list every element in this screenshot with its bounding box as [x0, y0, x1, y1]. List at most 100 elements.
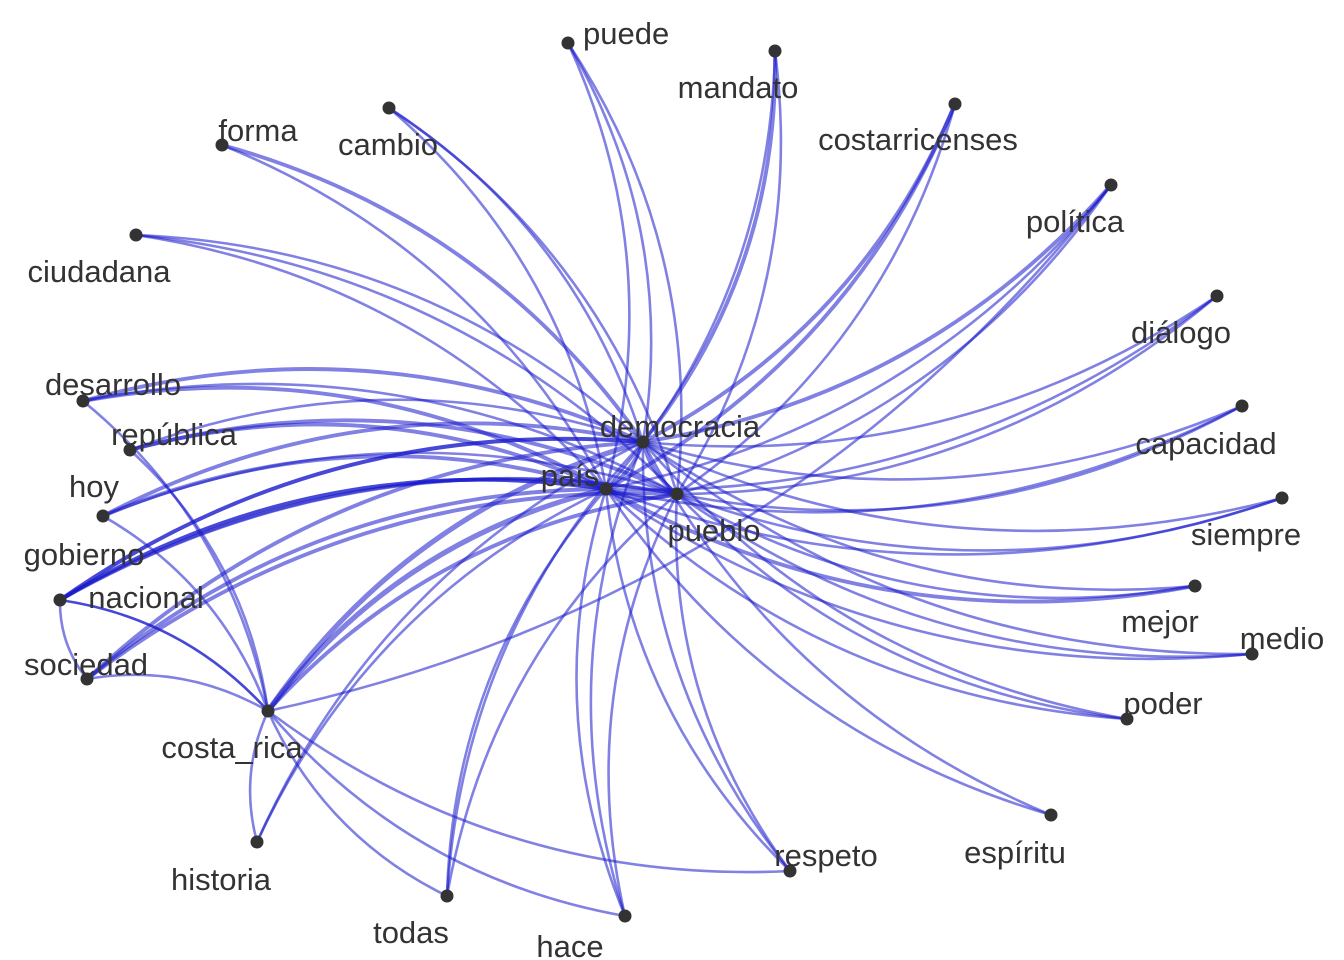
edge-pais-poder [604, 487, 1129, 721]
edge-democracia-mandato [641, 49, 778, 444]
edge-pueblo-republica [128, 418, 679, 496]
node-pais [599, 482, 613, 496]
node-label-mandato: mandato [678, 70, 799, 105]
node-label-cambio: cambio [338, 127, 438, 162]
edge-pueblo-cambio [387, 106, 679, 496]
edge-democracia-espiritu [641, 440, 1053, 817]
node-poder [1120, 712, 1134, 726]
edge-pueblo-mejor [675, 492, 1197, 600]
edge-democracia-siempre [641, 440, 1284, 533]
edge-pais-respeto [604, 487, 792, 873]
node-todas [440, 889, 454, 903]
edge-pueblo-hace [607, 492, 679, 918]
edge-pais-ciudadana [134, 233, 608, 491]
edge-democracia-medio [641, 440, 1254, 656]
node-espiritu [1044, 808, 1058, 822]
edge-pais-gobierno [58, 477, 608, 602]
edge-pueblo-costa_rica [266, 492, 679, 713]
edge-costa_rica-politica [266, 183, 1113, 713]
node-label-mejor: mejor [1121, 604, 1199, 639]
edge-pueblo-desarrollo [81, 382, 679, 496]
node-siempre [1275, 491, 1289, 505]
edge-pais-pueblo [604, 487, 679, 501]
node-hace [618, 909, 632, 923]
edge-pueblo-respeto [674, 492, 792, 873]
node-medio [1245, 647, 1259, 661]
edge-costa_rica-gobierno [58, 598, 270, 713]
node-label-espiritu: espíritu [964, 835, 1066, 870]
node-label-pueblo: pueblo [667, 513, 760, 548]
edge-costa_rica-desarrollo [81, 399, 270, 713]
edge-democracia-hace [589, 440, 645, 918]
edge-democracia-desarrollo [81, 367, 645, 444]
node-label-siempre: siempre [1191, 517, 1301, 552]
edge-democracia-respeto [641, 440, 792, 873]
node-label-respeto: respeto [774, 838, 877, 873]
edge-democracia-sociedad [85, 440, 645, 681]
node-mandato [768, 44, 782, 58]
node-label-poder: poder [1123, 686, 1202, 721]
node-republica [123, 443, 137, 457]
edge-pueblo-ciudadana [134, 233, 679, 496]
node-label-todas: todas [373, 915, 449, 950]
node-label-medio: medio [1240, 621, 1324, 656]
edge-pueblo-poder [675, 492, 1129, 721]
edge-pais-cambio [387, 106, 608, 491]
node-hoy [96, 509, 110, 523]
node-nacional [53, 593, 67, 607]
edge-democracia-capacidad [641, 404, 1244, 481]
edge-costa_rica-republica [128, 448, 270, 713]
edge-pais-espiritu [604, 487, 1053, 817]
edge-nacional-sociedad [58, 598, 89, 681]
node-puede [561, 36, 575, 50]
edge-pueblo-medio [675, 492, 1254, 658]
node-cambio [382, 101, 396, 115]
edge-costa_rica-hace [266, 709, 627, 918]
node-sociedad [80, 672, 94, 686]
node-historia [250, 835, 264, 849]
node-mejor [1188, 579, 1202, 593]
node-label-historia: historia [171, 862, 272, 897]
edge-pais-todas [445, 487, 608, 898]
edge-costa_rica-respeto [266, 709, 792, 874]
node-label-forma: forma [218, 113, 298, 148]
node-ciudadana [129, 228, 143, 242]
edge-democracia-forma [220, 143, 645, 444]
edge-democracia-politica [641, 183, 1113, 444]
node-label-ciudadana: ciudadana [27, 254, 171, 289]
edge-pueblo-todas [445, 492, 679, 898]
edge-pueblo-sociedad [85, 491, 679, 681]
edge-costa_rica-historia [248, 709, 270, 844]
edge-pueblo-costarricenses [675, 102, 957, 496]
node-capacidad [1235, 399, 1249, 413]
edge-democracia-hoy [101, 421, 645, 518]
node-label-costa_rica: costa_rica [161, 730, 303, 765]
node-democracia [636, 435, 650, 449]
edge-democracia-poder [641, 440, 1129, 721]
node-label-nacional: nacional [88, 580, 203, 615]
node-label-desarrollo: desarrollo [45, 367, 181, 402]
node-label-costarricenses: costarricenses [818, 122, 1018, 157]
node-label-gobierno: gobierno [24, 537, 145, 572]
node-label-dialogo: diálogo [1131, 315, 1231, 350]
edge-pueblo-capacidad [675, 404, 1244, 512]
node-label-republica: república [111, 417, 238, 452]
edge-pais-hace [575, 487, 627, 918]
node-respeto [783, 864, 797, 878]
edge-pueblo-siempre [675, 492, 1284, 552]
edge-democracia-mejor [641, 440, 1197, 592]
edge-pais-dialogo [604, 294, 1219, 492]
edge-pueblo-politica [675, 183, 1113, 496]
edge-pais-puede [566, 41, 631, 491]
edge-costa_rica-sociedad [85, 673, 270, 713]
node-pueblo [670, 487, 684, 501]
node-label-sociedad: sociedad [24, 647, 148, 682]
labels-layer: puedemandatocostarricensespolíticadiálog… [24, 16, 1325, 960]
edge-pais-forma [220, 143, 608, 491]
edge-democracia-costarricenses [641, 102, 957, 444]
edge-pueblo-dialogo [675, 294, 1219, 496]
edge-pais-sociedad [85, 487, 608, 681]
edge-pueblo-puede [566, 41, 683, 496]
edge-costa_rica-hoy [101, 514, 270, 713]
node-costarricenses [948, 97, 962, 111]
